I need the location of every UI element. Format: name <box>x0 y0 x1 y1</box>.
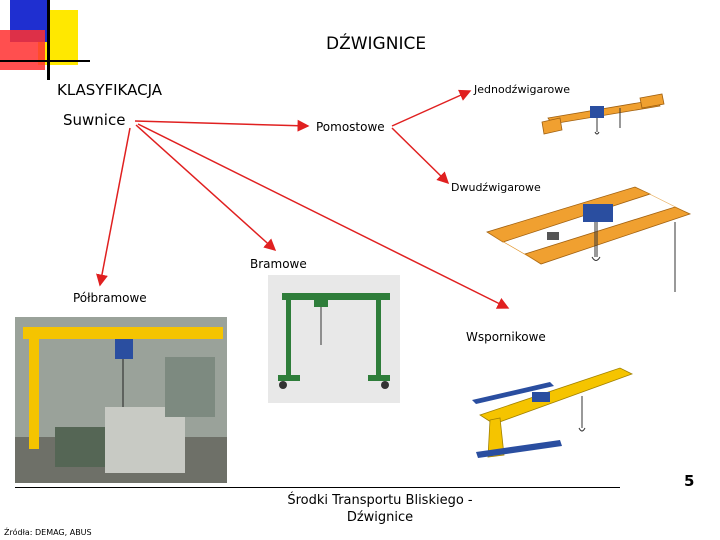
label-pomostowe: Pomostowe <box>316 120 385 134</box>
semi-gantry-crane-photo <box>15 317 227 483</box>
source-note: Źródła: DEMAG, ABUS <box>4 528 92 537</box>
single-girder-crane-image <box>541 93 665 135</box>
arrow-to-dwudzwigarowe <box>391 127 450 185</box>
page-number: 5 <box>684 472 695 490</box>
arrow-to-bramowe <box>135 124 277 252</box>
label-jednodzwigarowe: Jednodźwigarowe <box>474 83 571 96</box>
label-bramowe: Bramowe <box>250 257 307 271</box>
label-dwudzwigarowe: Dwudźwigarowe <box>451 181 541 194</box>
decor-horizontal-line <box>0 60 90 62</box>
classification-heading: KLASYFIKACJA <box>57 81 162 99</box>
jib-crane-image <box>472 367 634 458</box>
slide-title: DŹWIGNICE <box>326 34 427 54</box>
arrow-to-jednodzwigarowe <box>391 89 472 127</box>
arrow-to-polbramowe <box>96 127 131 287</box>
decor-vertical-line <box>47 0 50 80</box>
decor-red-square <box>0 30 45 70</box>
footer-text: Środki Transportu Bliskiego - Dźwignice <box>287 493 473 525</box>
gantry-crane-photo <box>268 275 400 403</box>
root-category-label: Suwnice <box>63 111 126 129</box>
arrow-to-pomostowe <box>134 119 310 132</box>
double-girder-crane-image <box>486 186 692 292</box>
label-wspornikowe: Wspornikowe <box>466 330 546 344</box>
arrow-to-wspornikowe <box>137 123 510 309</box>
label-polbramowe: Półbramowe <box>73 291 147 305</box>
footer-rule <box>15 487 620 488</box>
